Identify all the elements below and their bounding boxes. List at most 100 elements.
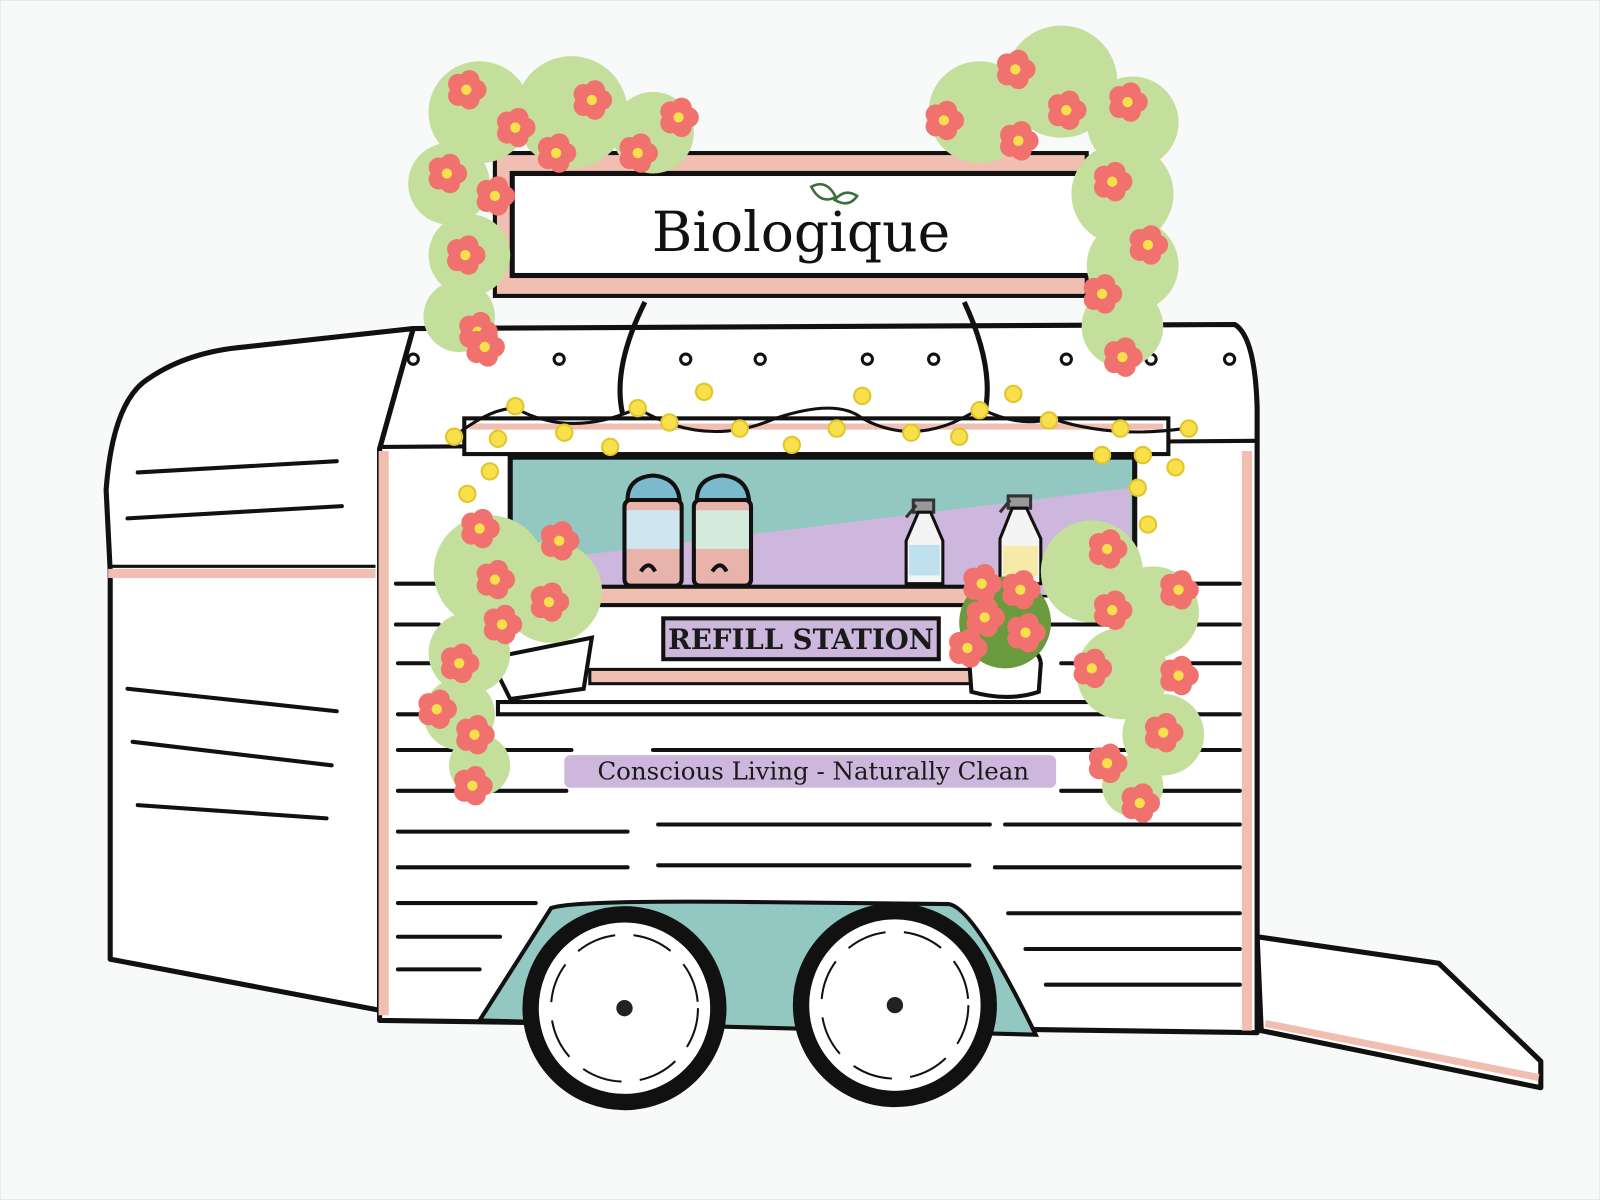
flower-icon xyxy=(949,628,988,668)
flower-icon xyxy=(966,597,1005,638)
flower-icon xyxy=(660,97,699,138)
leaf-logo-icon xyxy=(809,183,859,205)
flower-icon xyxy=(1093,590,1133,630)
light-bulb xyxy=(970,401,989,420)
flower-icon xyxy=(476,176,516,216)
flower-icon xyxy=(483,604,523,645)
flower-icon xyxy=(1160,655,1199,696)
flower-icon xyxy=(466,327,505,367)
flower-icon xyxy=(1073,648,1113,689)
light-bulb xyxy=(555,423,574,442)
light-bulb xyxy=(694,382,714,402)
brand-sign xyxy=(509,170,1105,279)
light-bulb xyxy=(601,437,620,457)
hub-icon xyxy=(616,1000,633,1017)
string-lights xyxy=(444,382,1198,534)
light-bulb xyxy=(480,462,499,481)
light-bulb xyxy=(1179,419,1198,438)
tagline-text: Conscious Living - Naturally Clean xyxy=(597,757,1029,786)
light-bulb xyxy=(488,429,508,448)
wheel-rear xyxy=(792,903,997,1108)
refill-station-label: REFILL STATION xyxy=(668,624,934,656)
sign-supports xyxy=(617,300,990,414)
flower-icon xyxy=(1160,570,1199,610)
flower-icon xyxy=(497,107,536,148)
flower-icon xyxy=(440,643,480,683)
light-bulb xyxy=(950,427,969,446)
flower-icon xyxy=(456,714,495,755)
light-bulb xyxy=(782,435,802,455)
trailer-nose xyxy=(103,326,416,1013)
light-bulb xyxy=(628,398,647,418)
rivet xyxy=(860,352,874,366)
flower-icon xyxy=(1109,82,1148,122)
drink-dispenser xyxy=(691,473,754,588)
roof-rivets xyxy=(406,352,1237,366)
flower-icon xyxy=(461,508,500,549)
flower-icon xyxy=(418,689,457,729)
light-bulb xyxy=(660,413,679,432)
rivet xyxy=(927,352,941,366)
refill-station-sign xyxy=(661,616,941,662)
light-bulb xyxy=(458,484,477,504)
light-bulb xyxy=(506,396,525,416)
light-bulb xyxy=(853,386,872,406)
light-bulb xyxy=(902,423,921,442)
wheel-front xyxy=(522,906,727,1111)
light-bulb xyxy=(730,419,749,438)
flower-icon xyxy=(476,559,516,600)
spray-bottle xyxy=(904,498,945,586)
nose-panel-lines xyxy=(125,459,344,821)
light-bulb xyxy=(1128,478,1147,497)
flower-icon xyxy=(448,70,487,110)
flower-icon xyxy=(1121,783,1160,823)
shelf xyxy=(594,584,1023,608)
light-bulb xyxy=(1092,445,1112,465)
flower-icon xyxy=(1000,121,1039,161)
flower-icon xyxy=(1088,529,1128,569)
light-bulb xyxy=(827,419,846,438)
flower-icon xyxy=(428,153,468,194)
rivet xyxy=(1059,352,1073,366)
flower-icon xyxy=(573,80,613,120)
rivet xyxy=(406,352,420,366)
light-bulb xyxy=(1004,384,1023,404)
flower-icon xyxy=(963,563,1002,604)
flower-icon xyxy=(454,766,493,806)
flower-icon xyxy=(537,133,577,173)
planter-box xyxy=(486,635,595,702)
flower-icon xyxy=(447,235,486,275)
tagline-banner xyxy=(564,755,1057,788)
counter-trim xyxy=(588,667,980,686)
flower-icon xyxy=(1093,161,1133,202)
counter-ledge xyxy=(495,700,1135,717)
light-bulb xyxy=(444,427,464,446)
flower-icon xyxy=(540,521,580,561)
flower-icon xyxy=(1144,712,1184,753)
brand-name: Biologique xyxy=(652,200,950,264)
flower-icon xyxy=(1002,570,1041,610)
flower-icon xyxy=(530,582,570,622)
flower-icon xyxy=(1083,274,1123,314)
rivet xyxy=(753,352,767,366)
rivet xyxy=(1222,352,1237,366)
flower-icon xyxy=(1129,225,1169,265)
rivet xyxy=(552,352,566,366)
light-bulb xyxy=(1138,515,1158,534)
flower-icon xyxy=(1088,743,1128,783)
flower-icon xyxy=(1048,90,1087,130)
flower-garlands xyxy=(408,25,1205,823)
loading-ramp xyxy=(1254,934,1544,1091)
hub-icon xyxy=(886,996,904,1014)
flower-icon xyxy=(925,100,965,141)
rivet xyxy=(679,352,693,366)
light-bulb xyxy=(1133,445,1153,465)
light-bulb xyxy=(1111,419,1130,438)
flower-icon xyxy=(1007,612,1046,653)
flower-icon xyxy=(997,49,1036,90)
flower-icon xyxy=(619,133,658,173)
light-bulb xyxy=(1039,411,1059,430)
spray-bottle xyxy=(998,494,1043,586)
